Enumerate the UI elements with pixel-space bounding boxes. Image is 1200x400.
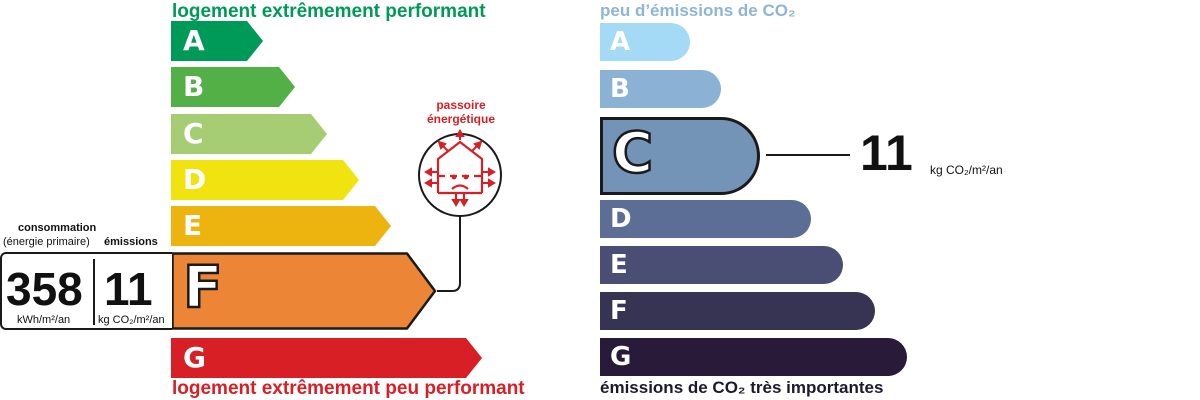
- climate-class-e-bar: E: [600, 246, 843, 284]
- energy-class-f-arrow-shape: [171, 252, 437, 330]
- values-box: [0, 252, 172, 330]
- energy-class-f-selected-bar: F: [171, 252, 437, 330]
- consumption-subtitle: (énergie primaire): [3, 236, 90, 248]
- consumption-title: consommation: [18, 222, 97, 234]
- energy-class-d-bar: D: [171, 160, 359, 200]
- climate-class-a-letter: A: [610, 27, 631, 57]
- consumption-value: 358: [6, 263, 83, 315]
- climate-class-f-letter: F: [610, 296, 628, 326]
- energy-class-g-letter: G: [183, 341, 206, 374]
- passoire-label: passoire énergétique: [415, 98, 507, 126]
- climate-class-a-bar: A: [600, 23, 690, 61]
- climate-class-d-bar: D: [600, 200, 811, 238]
- energy-class-c-letter: C: [183, 117, 204, 150]
- energy-class-a-letter: A: [183, 24, 205, 57]
- energy-class-e-bar: E: [171, 206, 391, 246]
- climate-class-g-bar: G: [600, 338, 907, 376]
- climate-class-g-letter: G: [610, 342, 632, 372]
- energy-class-c-bar: C: [171, 114, 327, 154]
- energy-class-b-letter: B: [183, 70, 205, 103]
- emissions-title: émissions: [104, 236, 158, 248]
- climate-class-b-letter: B: [610, 74, 630, 104]
- energy-class-b-bar: B: [171, 67, 295, 107]
- climate-value: 11: [860, 125, 913, 181]
- energy-class-g-bar: G: [171, 338, 482, 378]
- passoire-label-line1: passoire: [436, 98, 486, 112]
- climate-class-d-letter: D: [610, 204, 632, 234]
- passoire-connector-line: [437, 216, 461, 292]
- passoire-badge: [418, 129, 502, 292]
- sad-house-icon: [418, 129, 502, 217]
- passoire-label-line2: énergétique: [426, 112, 495, 126]
- energy-top-caption: logement extrêmement performant: [172, 1, 486, 22]
- climate-class-c-selected-bar: C: [600, 117, 760, 195]
- climate-unit: kg CO₂/m²/an: [930, 163, 1003, 177]
- climate-bottom-caption: émissions de CO₂ très importantes: [600, 378, 884, 397]
- emissions-unit: kg CO₂/m²/an: [98, 314, 165, 326]
- energy-class-d-letter: D: [183, 163, 207, 196]
- climate-value-connector: [766, 154, 850, 156]
- energy-class-e-letter: E: [183, 209, 203, 242]
- values-divider: [93, 259, 95, 325]
- climate-class-f-bar: F: [600, 292, 875, 330]
- climate-class-b-bar: B: [600, 70, 721, 108]
- climate-class-c-letter: C: [611, 121, 655, 186]
- energy-class-f-letter: F: [182, 253, 224, 321]
- energy-class-a-bar: A: [171, 21, 263, 61]
- climate-top-caption: peu d’émissions de CO₂: [600, 1, 796, 20]
- climate-class-e-letter: E: [610, 250, 628, 280]
- consumption-unit: kWh/m²/an: [17, 314, 71, 326]
- energy-bottom-caption: logement extrêmement peu performant: [172, 378, 525, 399]
- emissions-value: 11: [104, 263, 153, 315]
